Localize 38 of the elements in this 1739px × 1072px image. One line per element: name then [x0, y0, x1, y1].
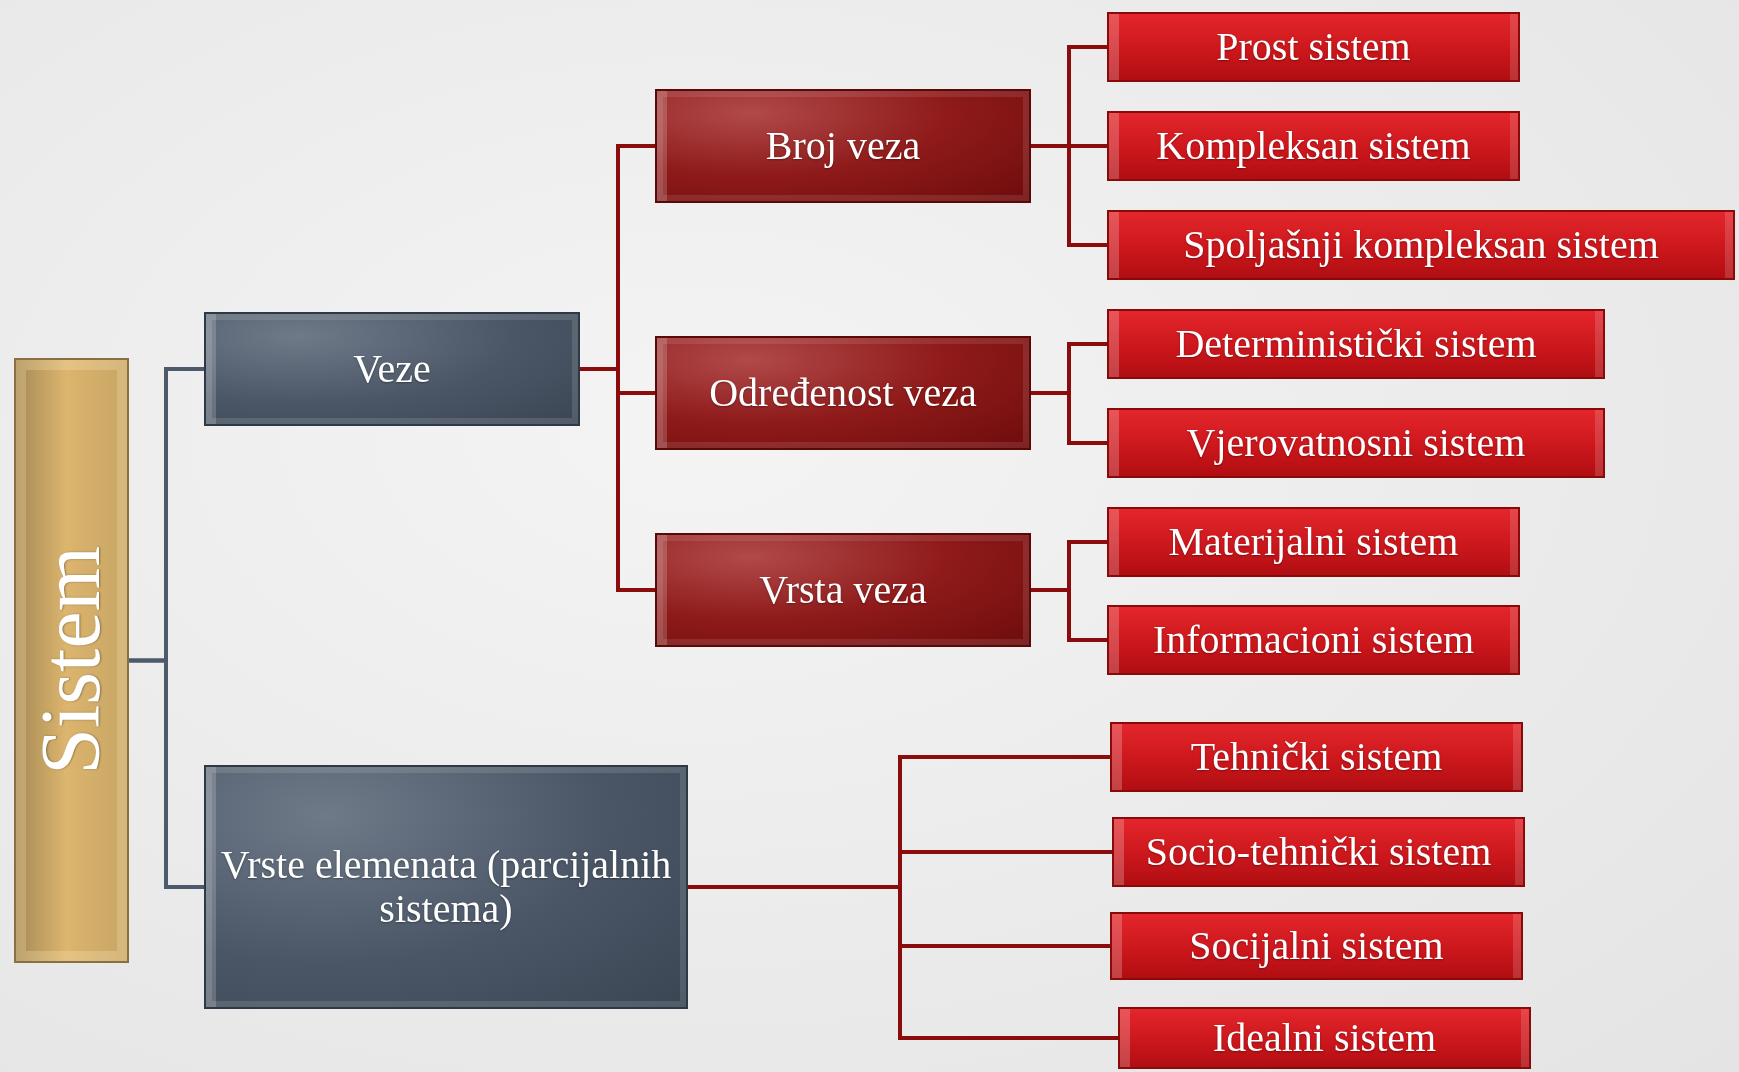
node-label: Kompleksan sistem: [1156, 124, 1471, 168]
category-box: [655, 533, 1031, 647]
node-label: Deterministički sistem: [1175, 322, 1537, 366]
node-label: Socijalni sistem: [1189, 924, 1444, 968]
node-label: Vjerovatnosni sistem: [1186, 421, 1526, 465]
node-label: Prost sistem: [1216, 25, 1411, 69]
category-box: [14, 358, 129, 963]
category-box: [1110, 722, 1523, 792]
category-box: [1107, 605, 1520, 675]
category-box: [204, 765, 688, 1009]
node-label: Određenost veza: [709, 371, 977, 415]
category-box: [204, 312, 580, 426]
category-box: [1112, 817, 1525, 887]
node-label: Materijalni sistem: [1168, 520, 1459, 564]
category-box: [1107, 12, 1520, 82]
node-label: Broj veza: [765, 124, 921, 168]
category-box: [655, 336, 1031, 450]
node-label: Informacioni sistem: [1152, 618, 1474, 662]
category-box: [1118, 1007, 1531, 1069]
node-label: Veze: [353, 347, 431, 391]
connector-line: [129, 658, 204, 889]
node-label: Tehnički sistem: [1190, 735, 1443, 779]
category-box: [1107, 210, 1735, 280]
connector-line: [580, 367, 655, 592]
category-box: [1107, 309, 1605, 379]
connector-line: [1031, 588, 1107, 642]
node-label: Vrsta veza: [759, 568, 927, 612]
node-label: Spoljašnji kompleksan sistem: [1183, 223, 1659, 267]
category-box: [1107, 408, 1605, 478]
connector-line: [1031, 391, 1107, 445]
category-box: [1110, 912, 1523, 980]
node-label: Idealni sistem: [1212, 1016, 1437, 1060]
category-box: [655, 89, 1031, 203]
category-box: [1107, 111, 1520, 181]
node-label: Sistem: [25, 546, 118, 775]
node-label: Vrste elemenata (parcijalnih sistema): [220, 843, 672, 931]
node-label: Socio-tehnički sistem: [1145, 830, 1492, 874]
category-box: [1107, 507, 1520, 577]
